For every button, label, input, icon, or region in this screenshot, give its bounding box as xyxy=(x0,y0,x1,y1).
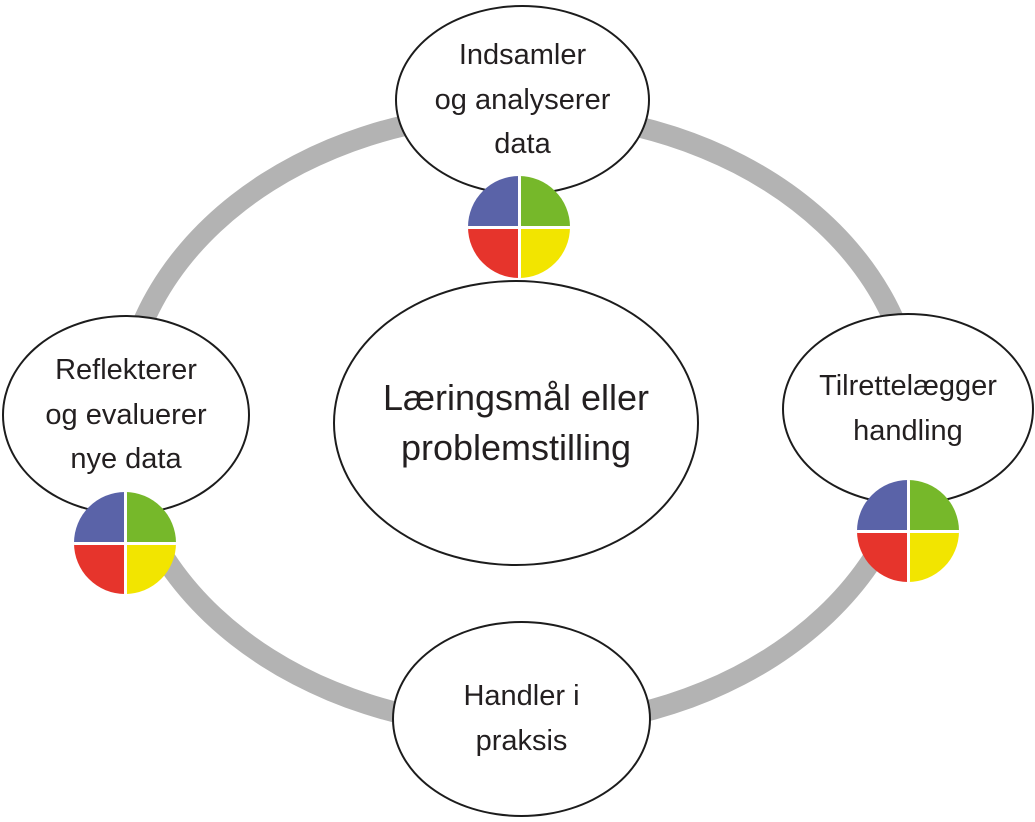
node-label-top: Indsamler og analyserer data xyxy=(434,38,611,161)
node-label-bottom: Handler i praksis xyxy=(463,680,580,757)
node-label-center: Læringsmål eller problemstilling xyxy=(382,377,650,468)
four-quadrant-pie-icon xyxy=(468,176,570,278)
node-label-right: Tilrettelægger handling xyxy=(819,370,997,447)
node-laeringsmaal-eller-problemstilling: Læringsmål eller problemstilling xyxy=(333,280,699,566)
four-quadrant-pie-icon xyxy=(857,480,959,582)
node-tilrettelaegger-handling: Tilrettelægger handling xyxy=(782,313,1034,505)
node-indsamler-og-analyserer-data: Indsamler og analyserer data xyxy=(395,5,650,195)
node-handler-i-praksis: Handler i praksis xyxy=(392,621,651,817)
four-quadrant-pie-icon xyxy=(74,492,176,594)
node-reflekterer-og-evaluerer-nye-data: Reflekterer og evaluerer nye data xyxy=(2,315,250,515)
node-label-left: Reflekterer og evaluerer nye data xyxy=(45,353,207,476)
